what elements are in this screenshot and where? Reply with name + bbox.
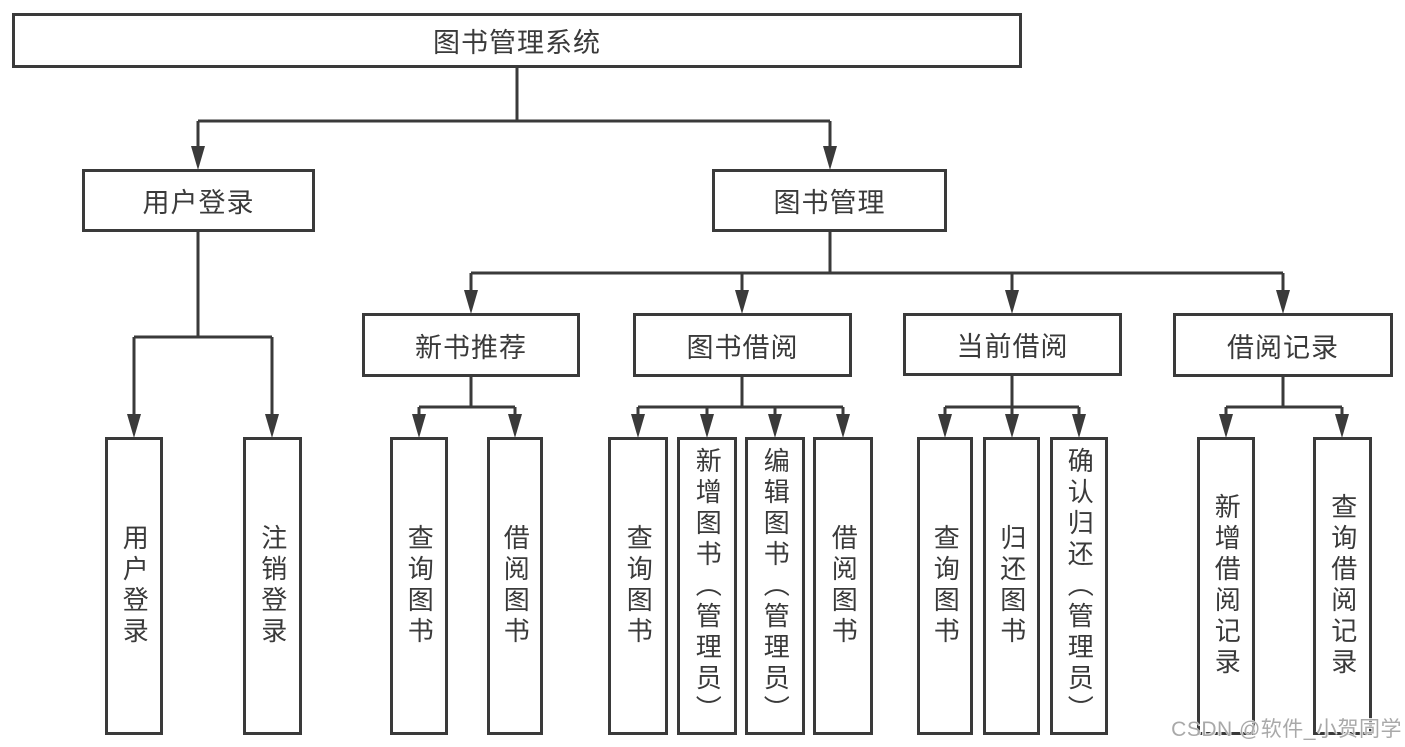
node-root-library-system: 图书管理系统: [12, 13, 1022, 68]
node-add-borrow-record: 新增借阅记录: [1197, 437, 1255, 735]
node-new-book-recommend: 新书推荐: [362, 313, 580, 377]
node-query-borrow-record: 查询借阅记录: [1313, 437, 1372, 735]
node-book-management: 图书管理: [712, 169, 947, 232]
node-edit-books-admin: 编辑图书（管理员）: [745, 437, 805, 735]
node-user-login-leaf: 用户登录: [105, 437, 163, 735]
node-borrowing-records: 借阅记录: [1173, 313, 1393, 377]
node-current-borrowing: 当前借阅: [903, 313, 1122, 376]
node-query-books-recommend: 查询图书: [390, 437, 448, 735]
node-return-books: 归还图书: [983, 437, 1040, 735]
node-add-books-admin: 新增图书（管理员）: [677, 437, 737, 735]
node-user-login: 用户登录: [82, 169, 315, 232]
node-confirm-return-admin: 确认归还（管理员）: [1050, 437, 1108, 735]
node-query-books-borrowing: 查询图书: [608, 437, 668, 735]
node-query-books-current: 查询图书: [917, 437, 973, 735]
watermark: CSDN @软件_小贺同学: [1171, 718, 1402, 741]
node-logout: 注销登录: [243, 437, 302, 735]
node-borrow-books-borrowing: 借阅图书: [813, 437, 873, 735]
arrowheads: [127, 146, 1349, 438]
node-book-borrowing: 图书借阅: [633, 313, 852, 377]
node-borrow-books-recommend: 借阅图书: [487, 437, 543, 735]
